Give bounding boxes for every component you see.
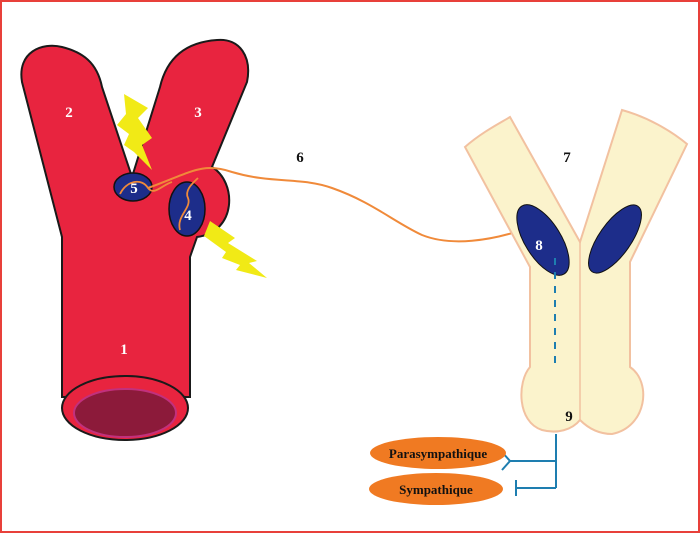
label-5: 5 [130, 181, 138, 197]
lightning-bolt-upper [117, 94, 152, 170]
label-8: 8 [535, 238, 543, 254]
sympathetic-pill [369, 473, 503, 505]
artery-lumen [73, 388, 177, 438]
efferent-pathways [501, 434, 557, 496]
lightning-bolt-lower [204, 221, 267, 278]
nucleus-8 [516, 204, 570, 276]
parasympathetic-pill [370, 437, 506, 469]
label-7: 7 [563, 150, 571, 166]
brainstem [463, 108, 689, 436]
nucleus-contralateral [588, 204, 642, 274]
label-1: 1 [120, 342, 128, 358]
artery-body [20, 38, 250, 398]
nerve-fiber-in-4 [178, 177, 199, 231]
carotid-artery [20, 38, 250, 441]
label-4: 4 [184, 208, 192, 224]
label-9: 9 [565, 409, 573, 425]
brainstem-shape [463, 108, 689, 436]
label-2: 2 [65, 105, 73, 121]
sympathetic-label: Sympathique [399, 482, 473, 497]
label-3: 3 [194, 105, 202, 121]
parasympathetic-label: Parasympathique [389, 446, 487, 461]
label-6: 6 [296, 150, 304, 166]
afferent-nerve-6 [147, 167, 523, 243]
